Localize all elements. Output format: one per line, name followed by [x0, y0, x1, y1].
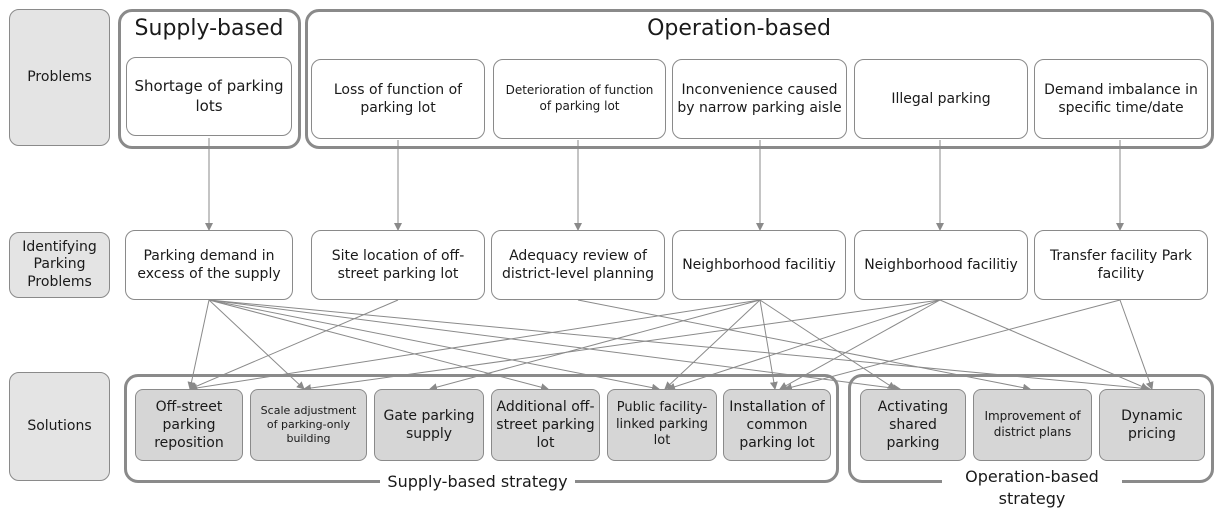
- solution-shared-parking: Activating shared parking: [860, 389, 966, 461]
- solution-scale-adjustment: Scale adjustment of parking-only buildin…: [250, 389, 367, 461]
- solution-gate-parking-supply: Gate parking supply: [374, 389, 484, 461]
- solution-district-plans: Improvement of district plans: [973, 389, 1092, 461]
- operation-strategy-label: Operation-based strategy: [942, 466, 1122, 512]
- problem-deterioration-of-function: Deterioration of function of parking lot: [493, 59, 666, 139]
- identifying-parking-demand: Parking demand in excess of the supply: [125, 230, 293, 300]
- solution-off-street-reposition: Off-street parking reposition: [135, 389, 243, 461]
- problem-narrow-parking-aisle: Inconvenience caused by narrow parking a…: [672, 59, 847, 139]
- row-label-solutions: Solutions: [9, 372, 110, 481]
- problem-demand-imbalance: Demand imbalance in specific time/date: [1034, 59, 1208, 139]
- link-i6-s6: [784, 299, 1121, 392]
- identifying-neighborhood-facility-1: Neighborhood facilitiy: [672, 230, 846, 300]
- operation-based-title: Operation-based: [600, 16, 878, 48]
- solution-public-facility-linked: Public facility-linked parking lot: [607, 389, 717, 461]
- operation-based-group: [305, 9, 1214, 149]
- identifying-transfer-park-facility: Transfer facility Park facility: [1034, 230, 1208, 300]
- problem-loss-of-function: Loss of function of parking lot: [311, 59, 485, 139]
- solution-additional-off-street: Additional off-street parking lot: [491, 389, 600, 461]
- supply-strategy-label: Supply-based strategy: [380, 471, 575, 517]
- identifying-neighborhood-facility-2: Neighborhood facilitiy: [854, 230, 1028, 300]
- row-label-problems: Problems: [9, 9, 110, 146]
- row-label-identifying: Identifying Parking Problems: [9, 232, 110, 298]
- solution-common-parking-lot: Installation of common parking lot: [723, 389, 831, 461]
- problem-illegal-parking: Illegal parking: [854, 59, 1028, 139]
- problem-shortage-of-parking-lots: Shortage of parking lots: [126, 57, 292, 136]
- supply-based-title: Supply-based: [125, 16, 293, 48]
- identifying-site-location: Site location of off-street parking lot: [311, 230, 485, 300]
- identifying-adequacy-review: Adequacy review of district-level planni…: [491, 230, 665, 300]
- solution-dynamic-pricing: Dynamic pricing: [1099, 389, 1205, 461]
- supply-based-group: [118, 9, 301, 149]
